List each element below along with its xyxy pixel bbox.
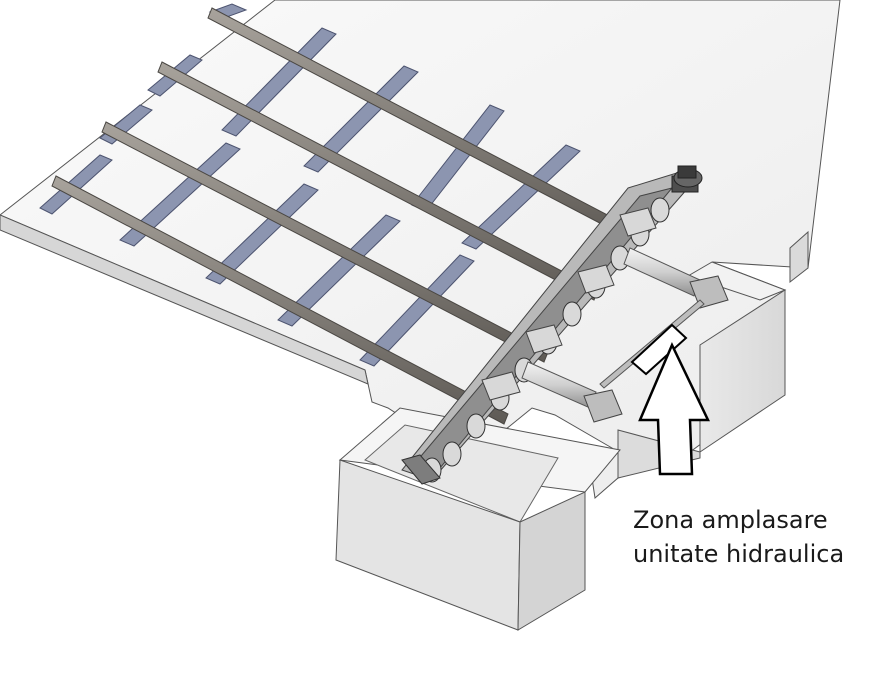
cylinder-mount-lower [583,389,623,423]
slab-right-edge [789,230,809,284]
sleeper [39,154,113,215]
pit-opening [364,424,559,523]
carriage [619,207,657,237]
rails [51,7,641,425]
annotation-label: Zona amplasare unitate hidraulica [633,503,844,571]
roller [466,413,486,439]
roller [650,197,670,223]
rail [157,61,599,301]
rail [51,175,509,425]
up-arrow-outline-icon [638,341,710,476]
annotation-line-1: Zona amplasare [633,506,828,534]
roller [442,441,462,467]
concrete-slab [0,0,841,499]
carriage [525,324,563,354]
electric-motor-icon [671,165,703,193]
hydraulic-cylinder-upper [623,247,701,297]
roller [562,301,582,327]
hydraulic-cylinders [521,247,729,423]
carriage [481,371,521,401]
rail [101,121,549,363]
slab-front-edge [0,214,369,385]
carriage [577,264,615,294]
pit-side-face [517,491,586,631]
pit-block [335,407,621,631]
channel-end-plate [401,454,441,485]
annotation-line-2: unitate hidraulica [633,540,845,568]
carriages [481,207,657,401]
target-marker [630,323,688,376]
